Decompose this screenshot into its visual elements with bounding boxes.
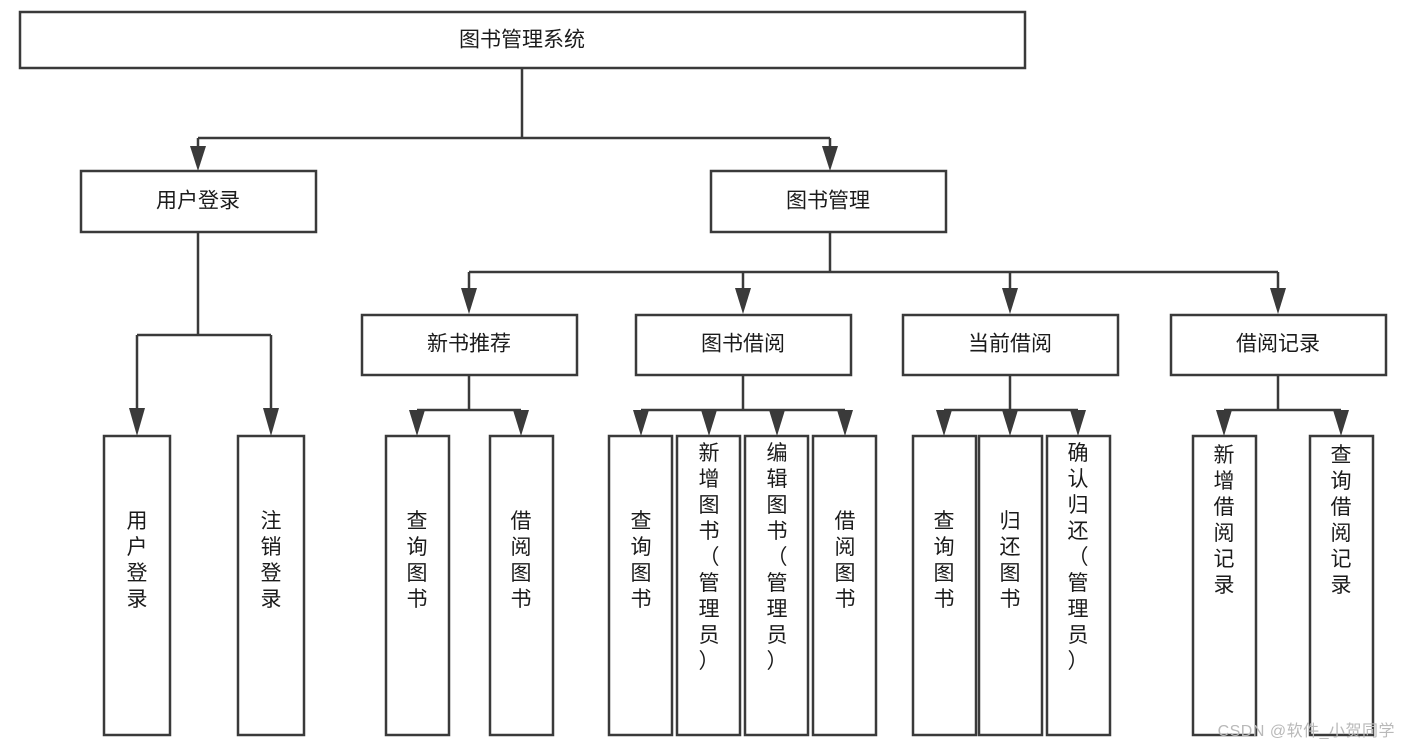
node-leaf-edit-book-label: 编辑图书（管理员） [767,442,788,673]
arrow-head-book-manage [822,146,838,171]
node-borrow-record-label: 借阅记录 [1236,333,1320,356]
node-new-book-recommend[interactable]: 新书推荐 [360,313,579,377]
arrow-head-user-login [190,146,206,171]
arrow-head-leaf-return-book [1002,410,1018,436]
connector-group-current-borrow [936,375,1086,436]
arrow-head-leaf-query-record [1333,410,1349,436]
node-leaf-add-record[interactable]: 新增借阅记录 [1191,434,1258,737]
node-user-login[interactable]: 用户登录 [79,169,318,234]
node-leaf-query-book-2-box[interactable] [607,434,674,737]
node-leaf-borrow-book-2-label: 借阅图书 [835,510,856,611]
node-leaf-user-login[interactable]: 用户登录 [102,434,172,737]
connector-group-root [190,68,838,171]
arrow-head-leaf-user-login [129,408,145,436]
node-user-login-box[interactable] [79,169,318,234]
arrow-head-leaf-borrow-book-2 [837,410,853,436]
node-leaf-query-record-label: 查询借阅记录 [1331,444,1352,597]
arrow-head-leaf-confirm-return [1070,410,1086,436]
node-leaf-query-book-2-label: 查询图书 [631,510,652,611]
node-current-borrow-label: 当前借阅 [968,333,1052,356]
node-current-borrow-box[interactable] [901,313,1120,377]
node-leaf-confirm-return[interactable]: 确认归还（管理员） [1045,434,1112,737]
node-leaf-borrow-book-1[interactable]: 借阅图书 [488,434,555,737]
node-current-borrow[interactable]: 当前借阅 [901,313,1120,377]
node-leaf-confirm-return-box[interactable] [1045,434,1112,737]
node-leaf-borrow-book-1-box[interactable] [488,434,555,737]
node-leaf-edit-book[interactable]: 编辑图书（管理员） [743,434,810,737]
arrow-head-leaf-add-book [701,410,717,436]
node-leaf-add-record-box[interactable] [1191,434,1258,737]
node-leaf-add-book-box[interactable] [675,434,742,737]
node-new-book-recommend-box[interactable] [360,313,579,377]
arrow-head-leaf-query-book-1 [409,410,425,436]
node-root-box[interactable] [18,10,1027,70]
node-leaf-borrow-book-2-box[interactable] [811,434,878,737]
node-new-book-recommend-label: 新书推荐 [427,333,511,356]
node-leaf-query-book-2[interactable]: 查询图书 [607,434,674,737]
node-leaf-return-book-box[interactable] [977,434,1044,737]
node-leaf-logout-label: 注销登录 [261,510,282,611]
node-book-borrow[interactable]: 图书借阅 [634,313,853,377]
node-leaf-user-login-box[interactable] [102,434,172,737]
arrow-head-new-book [461,288,477,314]
arrow-head-leaf-query-book-3 [936,410,952,436]
node-book-manage-label: 图书管理 [786,190,870,213]
connector-group-borrow-record [1216,375,1349,436]
node-leaf-query-book-1-label: 查询图书 [407,510,428,611]
node-root[interactable]: 图书管理系统 [18,10,1027,70]
node-leaf-query-book-3-box[interactable] [911,434,978,737]
node-book-manage-box[interactable] [709,169,948,234]
node-user-login-label: 用户登录 [156,190,240,213]
node-borrow-record-box[interactable] [1169,313,1388,377]
node-leaf-return-book-label: 归还图书 [1000,510,1021,611]
node-leaf-query-book-1-box[interactable] [384,434,451,737]
node-leaf-logout[interactable]: 注销登录 [236,434,306,737]
arrow-head-current-borrow [1002,288,1018,314]
node-leaf-query-record-box[interactable] [1308,434,1375,737]
node-leaf-return-book[interactable]: 归还图书 [977,434,1044,737]
arrow-head-leaf-query-book-2 [633,410,649,436]
node-borrow-record[interactable]: 借阅记录 [1169,313,1388,377]
node-leaf-add-book[interactable]: 新增图书（管理员） [675,434,742,737]
arrow-head-leaf-logout [263,408,279,436]
arrow-head-leaf-edit-book [769,410,785,436]
connector-group-book-borrow [633,375,853,436]
node-leaf-confirm-return-label: 确认归还（管理员） [1068,442,1089,673]
arrow-head-borrow-record [1270,288,1286,314]
node-leaf-query-book-3[interactable]: 查询图书 [911,434,978,737]
arrow-head-leaf-add-record [1216,410,1232,436]
connector-group-new-book [409,375,529,436]
node-leaf-query-book-3-label: 查询图书 [934,510,955,611]
node-book-borrow-label: 图书借阅 [701,333,785,356]
node-leaf-borrow-book-2[interactable]: 借阅图书 [811,434,878,737]
connector-group-user-login [129,232,279,436]
arrow-head-book-borrow [735,288,751,314]
arrow-head-leaf-borrow-book-1 [513,410,529,436]
connector-group-book-manage [461,232,1286,314]
csdn-watermark: CSDN @软件_小贺同学 [1217,723,1395,740]
node-leaf-query-record[interactable]: 查询借阅记录 [1308,434,1375,737]
node-leaf-user-login-label: 用户登录 [127,510,148,611]
node-book-manage[interactable]: 图书管理 [709,169,948,234]
node-root-label: 图书管理系统 [459,29,585,52]
node-leaf-query-book-1[interactable]: 查询图书 [384,434,451,737]
node-leaf-add-record-label: 新增借阅记录 [1214,444,1235,597]
node-leaf-edit-book-box[interactable] [743,434,810,737]
node-leaf-logout-box[interactable] [236,434,306,737]
node-leaf-borrow-book-1-label: 借阅图书 [511,510,532,611]
node-leaf-add-book-label: 新增图书（管理员） [699,442,720,673]
node-book-borrow-box[interactable] [634,313,853,377]
